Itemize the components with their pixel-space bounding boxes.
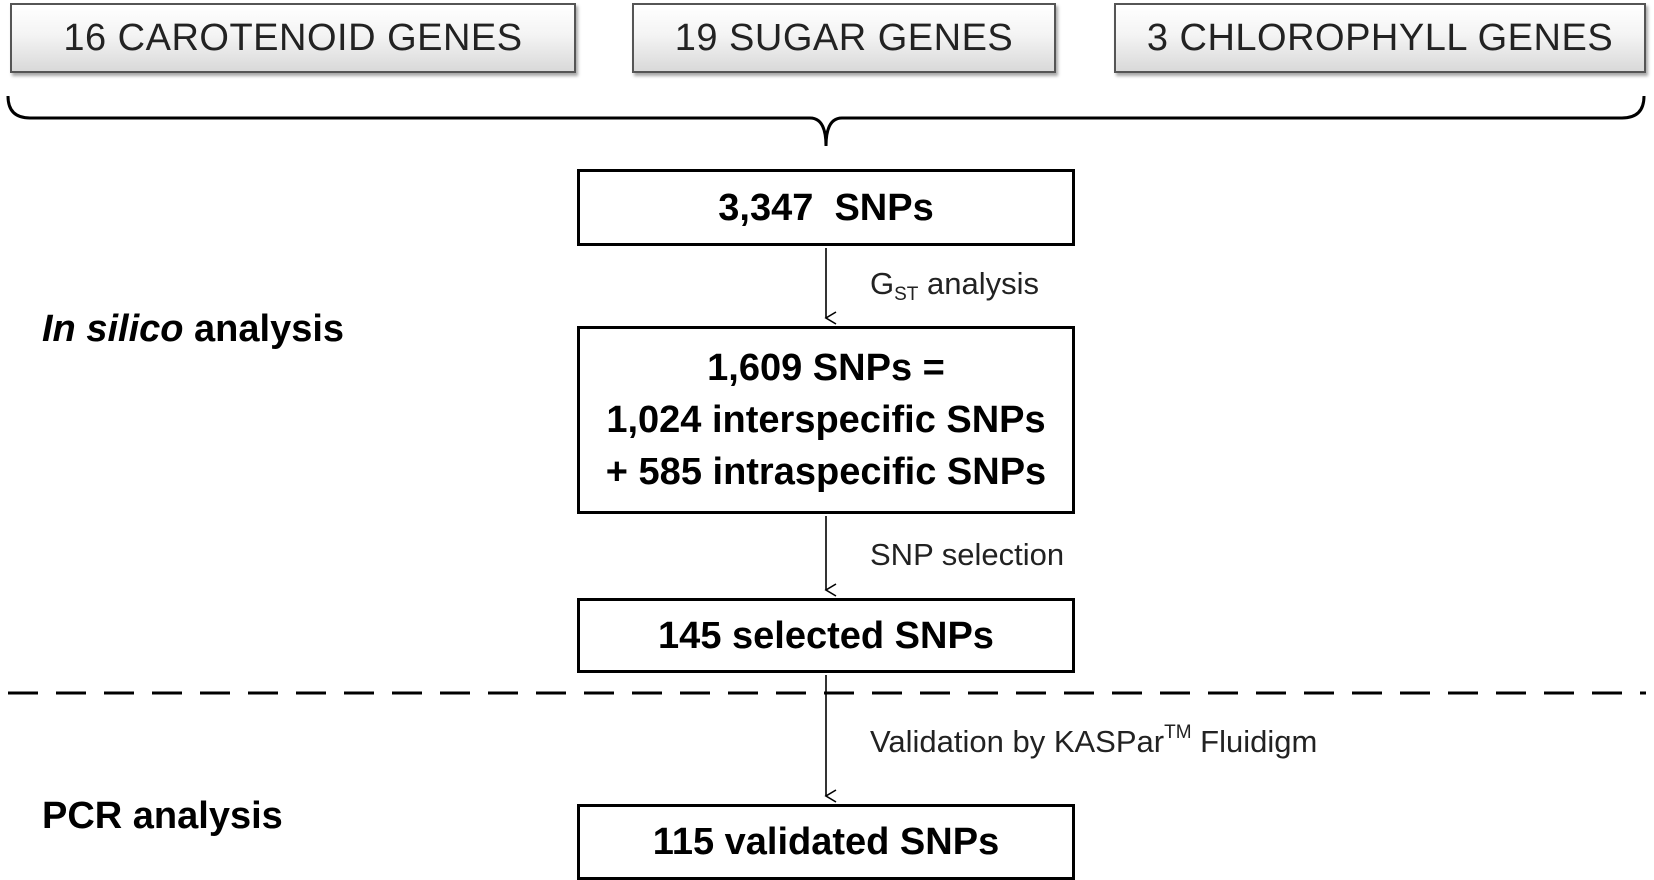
- in-silico-rest: analysis: [183, 308, 345, 350]
- gst-result-box: 1,609 SNPs = 1,024 interspecific SNPs + …: [577, 326, 1075, 514]
- gst-subscript: ST: [894, 284, 919, 305]
- validation-superscript: TM: [1164, 722, 1192, 743]
- validation-suffix: Fluidigm: [1191, 724, 1318, 759]
- total-snps-text: 3,347 SNPs: [718, 186, 934, 229]
- gene-group-chlorophyll: 3 CHLOROPHYLL GENES: [1114, 3, 1646, 73]
- selected-snps-box: 145 selected SNPs: [577, 598, 1075, 673]
- in-silico-section-label: In silico analysis: [42, 308, 344, 351]
- selected-snps-text: 145 selected SNPs: [658, 614, 994, 657]
- validated-snps-box: 115 validated SNPs: [577, 804, 1075, 880]
- validation-label: Validation by KASParTM Fluidigm: [870, 722, 1317, 760]
- in-silico-italic: In silico: [42, 308, 184, 350]
- gst-result-line-3: + 585 intraspecific SNPs: [605, 451, 1047, 493]
- gst-result-line-1: 1,609 SNPs =: [707, 347, 945, 389]
- gene-group-carotenoid: 16 CAROTENOID GENES: [10, 3, 576, 73]
- validated-snps-text: 115 validated SNPs: [652, 821, 1000, 863]
- gst-prefix: G: [870, 266, 895, 301]
- gst-suffix: analysis: [918, 266, 1040, 301]
- pcr-section-label: PCR analysis: [42, 795, 283, 837]
- total-snps-box: 3,347 SNPs: [577, 169, 1075, 246]
- snp-selection-label: SNP selection: [870, 537, 1065, 572]
- gst-result-line-2: 1,024 interspecific SNPs: [606, 399, 1046, 441]
- gst-analysis-label: GST analysis: [870, 266, 1039, 306]
- gene-group-sugar: 19 SUGAR GENES: [632, 3, 1056, 73]
- validation-prefix: Validation by KASPar: [870, 724, 1165, 759]
- grouping-brace: [6, 95, 1646, 147]
